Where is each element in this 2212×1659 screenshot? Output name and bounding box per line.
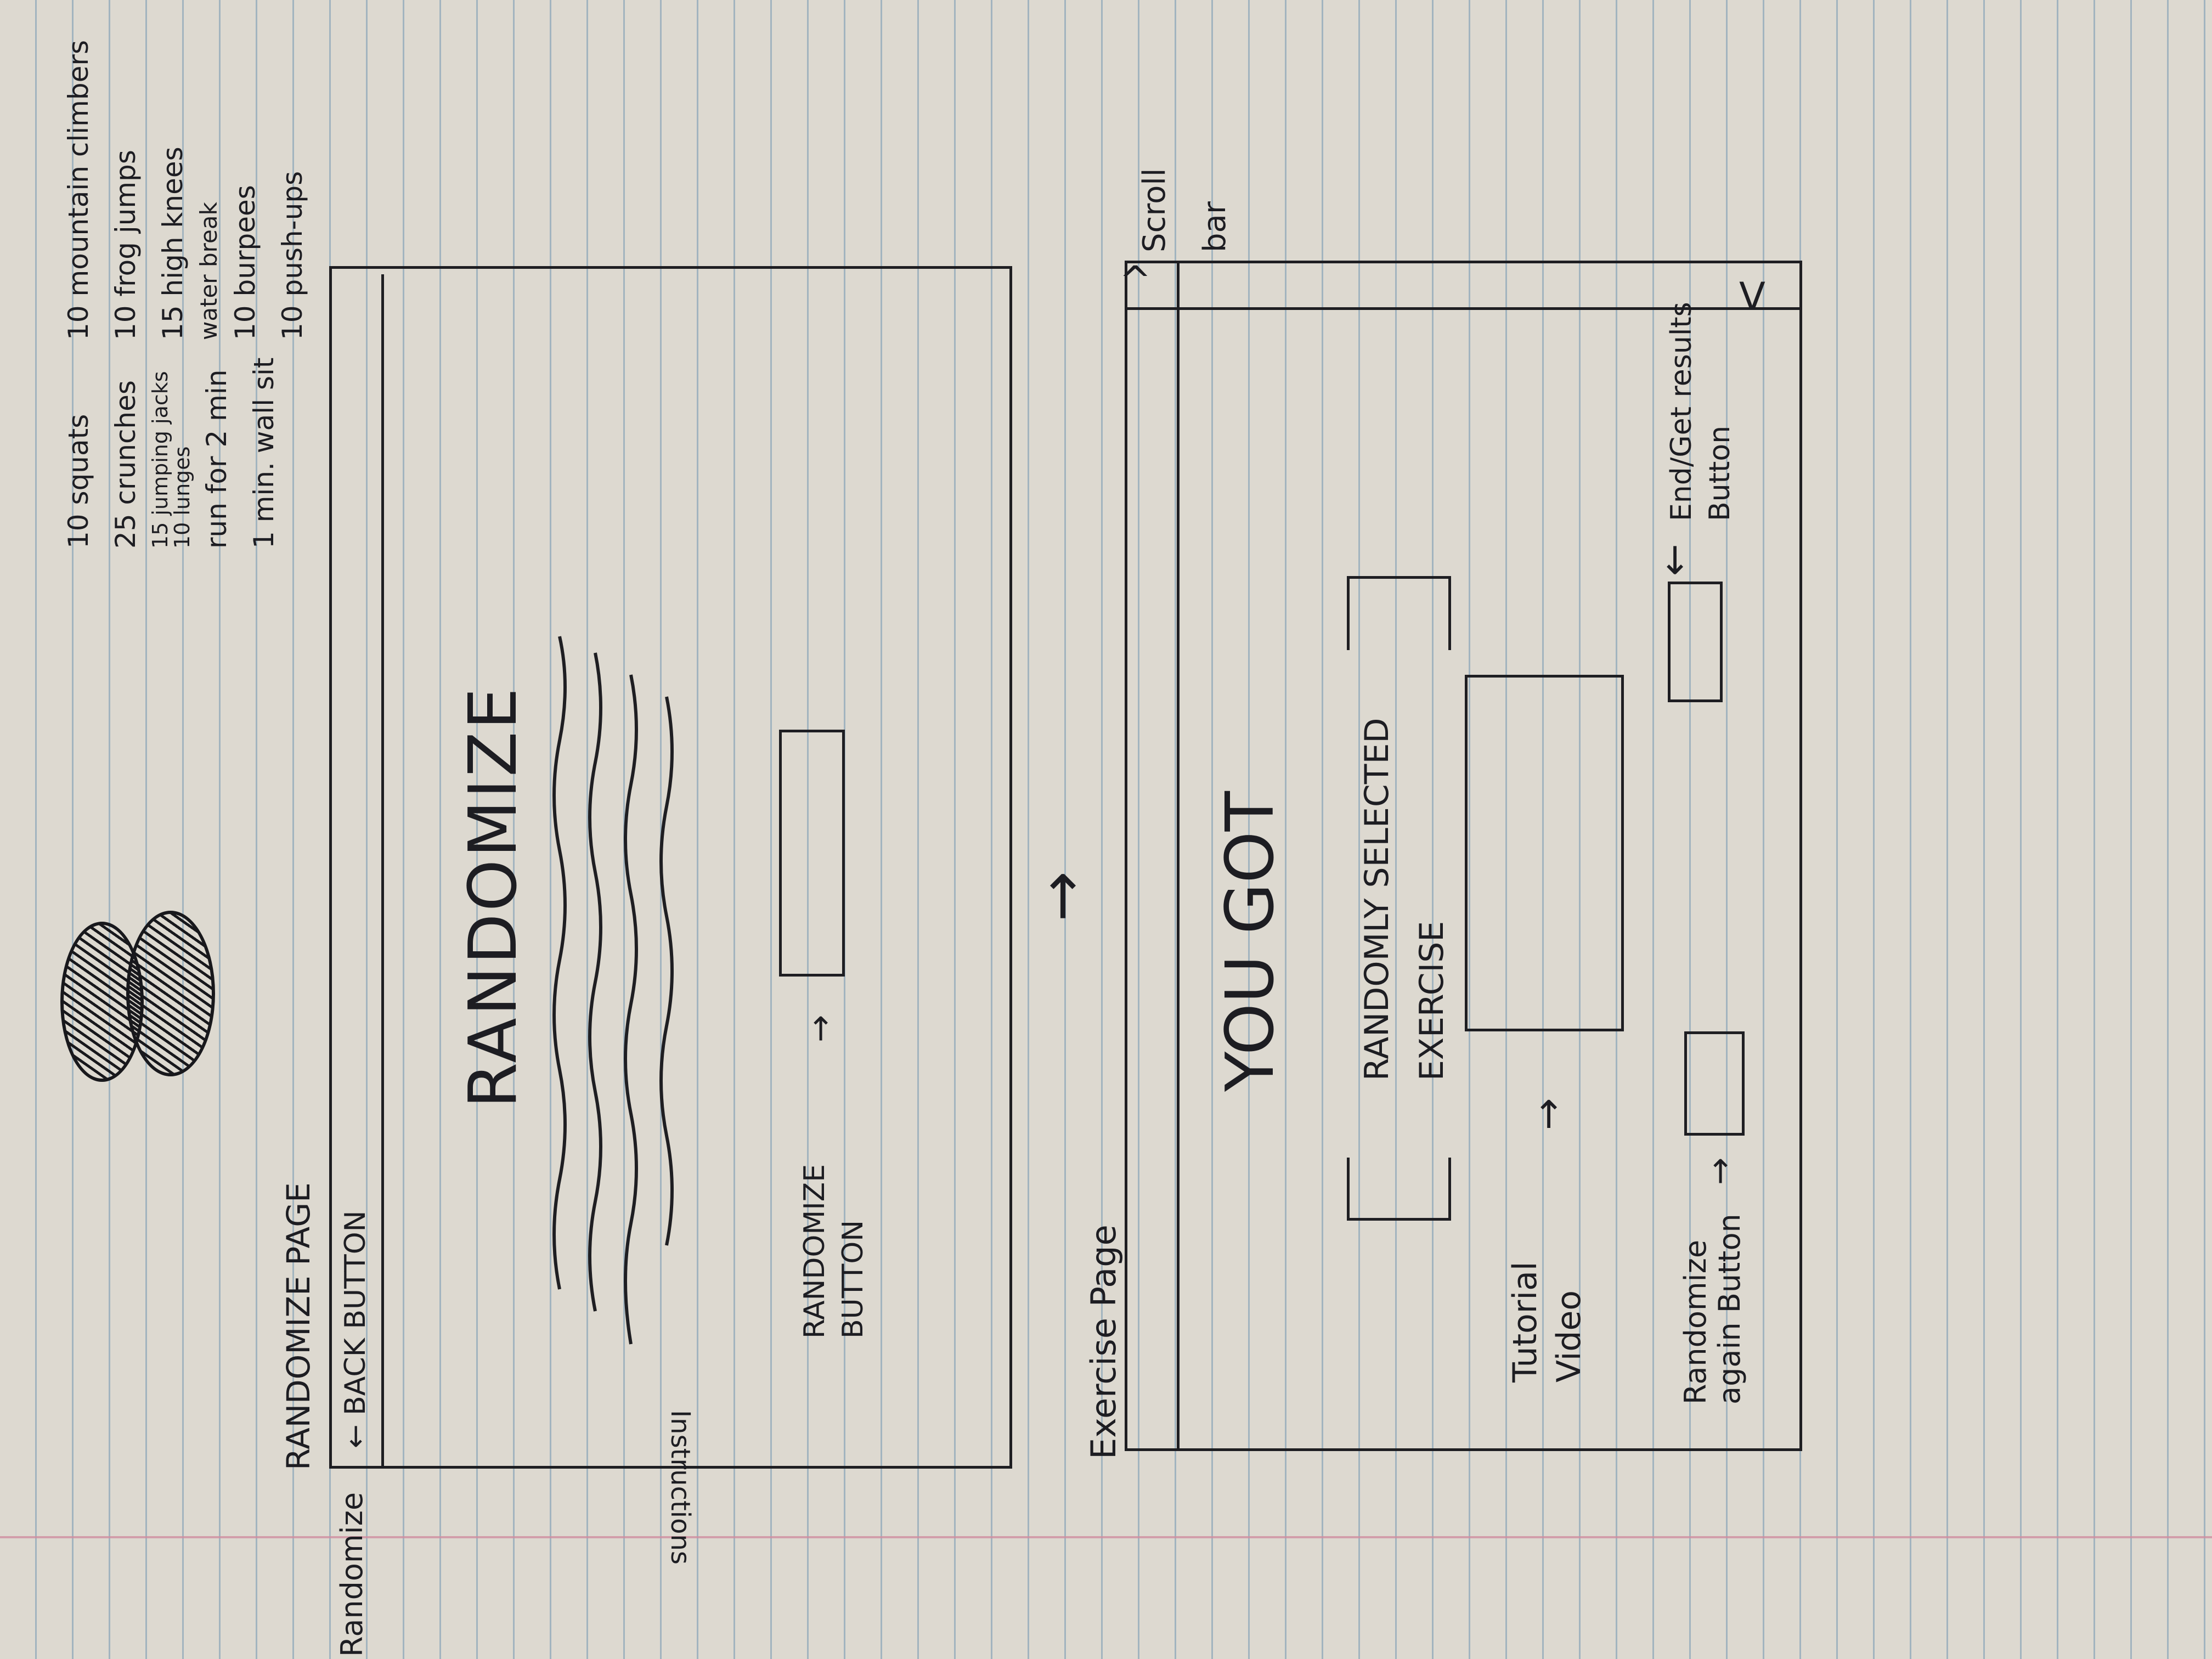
randomize-again-label: Randomize again Button (1678, 1214, 1747, 1404)
selected-exercise-text: RANDOMLY SELECTED EXERCISE (1358, 718, 1451, 1081)
arrow-icon: → (801, 1014, 839, 1042)
you-got-heading: YOU GOT (1212, 791, 1289, 1092)
exercise-page-title: Exercise Page (1084, 1224, 1124, 1459)
arrow-icon: → (1701, 1157, 1739, 1185)
exercise-list-col2: 10 mountain climbers 10 frog jumps 15 hi… (55, 40, 316, 340)
back-button[interactable]: ← BACK BUTTON (339, 1210, 372, 1448)
down-arrow-icon: → (1026, 871, 1096, 922)
exercise-item: 15 high knees (157, 146, 189, 340)
exercise-item: 10 squats (63, 414, 94, 549)
exercise-page-frame (1125, 261, 1802, 1451)
frame-top (329, 266, 1012, 269)
instructions-label: Instructions (665, 1410, 696, 1565)
frame-left (329, 266, 332, 1469)
exercise-list-col1: 10 squats 25 crunches 15 jumping jacks 1… (55, 357, 287, 549)
randomize-button[interactable] (779, 730, 845, 977)
end-results-button[interactable] (1668, 582, 1723, 702)
scroll-bar[interactable] (1125, 307, 1802, 310)
arrow-icon: → (1525, 1098, 1570, 1130)
exercise-item: 15 jumping jacks (148, 371, 172, 549)
exercise-item: water break (195, 202, 222, 340)
randomize-again-button[interactable] (1684, 1031, 1745, 1136)
exercise-item: 10 burpees (229, 185, 261, 340)
randomize-button-label: RANDOMIZE BUTTON (798, 1164, 870, 1339)
randomize-page-title: RANDOMIZE PAGE (280, 1182, 317, 1470)
margin-line (0, 1536, 2212, 1538)
exercise-item: 10 push-ups (276, 171, 308, 340)
bracket-bottom (1347, 1158, 1451, 1221)
end-results-label: End/Get results Button (1665, 302, 1736, 521)
instructions-wavy-lines (552, 636, 674, 1345)
frame-right (1009, 266, 1012, 1469)
scroll-up-icon[interactable]: ^ (1119, 258, 1152, 303)
exercise-header-divider (1177, 263, 1180, 1448)
tutorial-video[interactable] (1465, 675, 1624, 1031)
exercise-item: 1 min. wall sit (248, 357, 280, 549)
page-label: Randomize (335, 1492, 369, 1657)
exercise-item: 10 frog jumps (110, 150, 142, 340)
scroll-bar-label: Scroll bar (1137, 168, 1233, 252)
exercise-item: 10 mountain climbers (63, 40, 94, 340)
exercise-item: 10 lunges (170, 446, 194, 549)
exercise-item: run for 2 min (201, 369, 233, 549)
exercise-item: 25 crunches (110, 380, 142, 549)
scribble (126, 911, 215, 1076)
tutorial-video-label: Tutorial Video (1506, 1261, 1588, 1383)
randomize-heading: RANDOMIZE (455, 685, 532, 1108)
arrow-icon: ← (1651, 544, 1696, 576)
frame-bottom (329, 1466, 1012, 1469)
bracket-top (1347, 576, 1451, 650)
header-divider (381, 274, 384, 1466)
scroll-down-icon[interactable]: V (1739, 274, 1765, 319)
